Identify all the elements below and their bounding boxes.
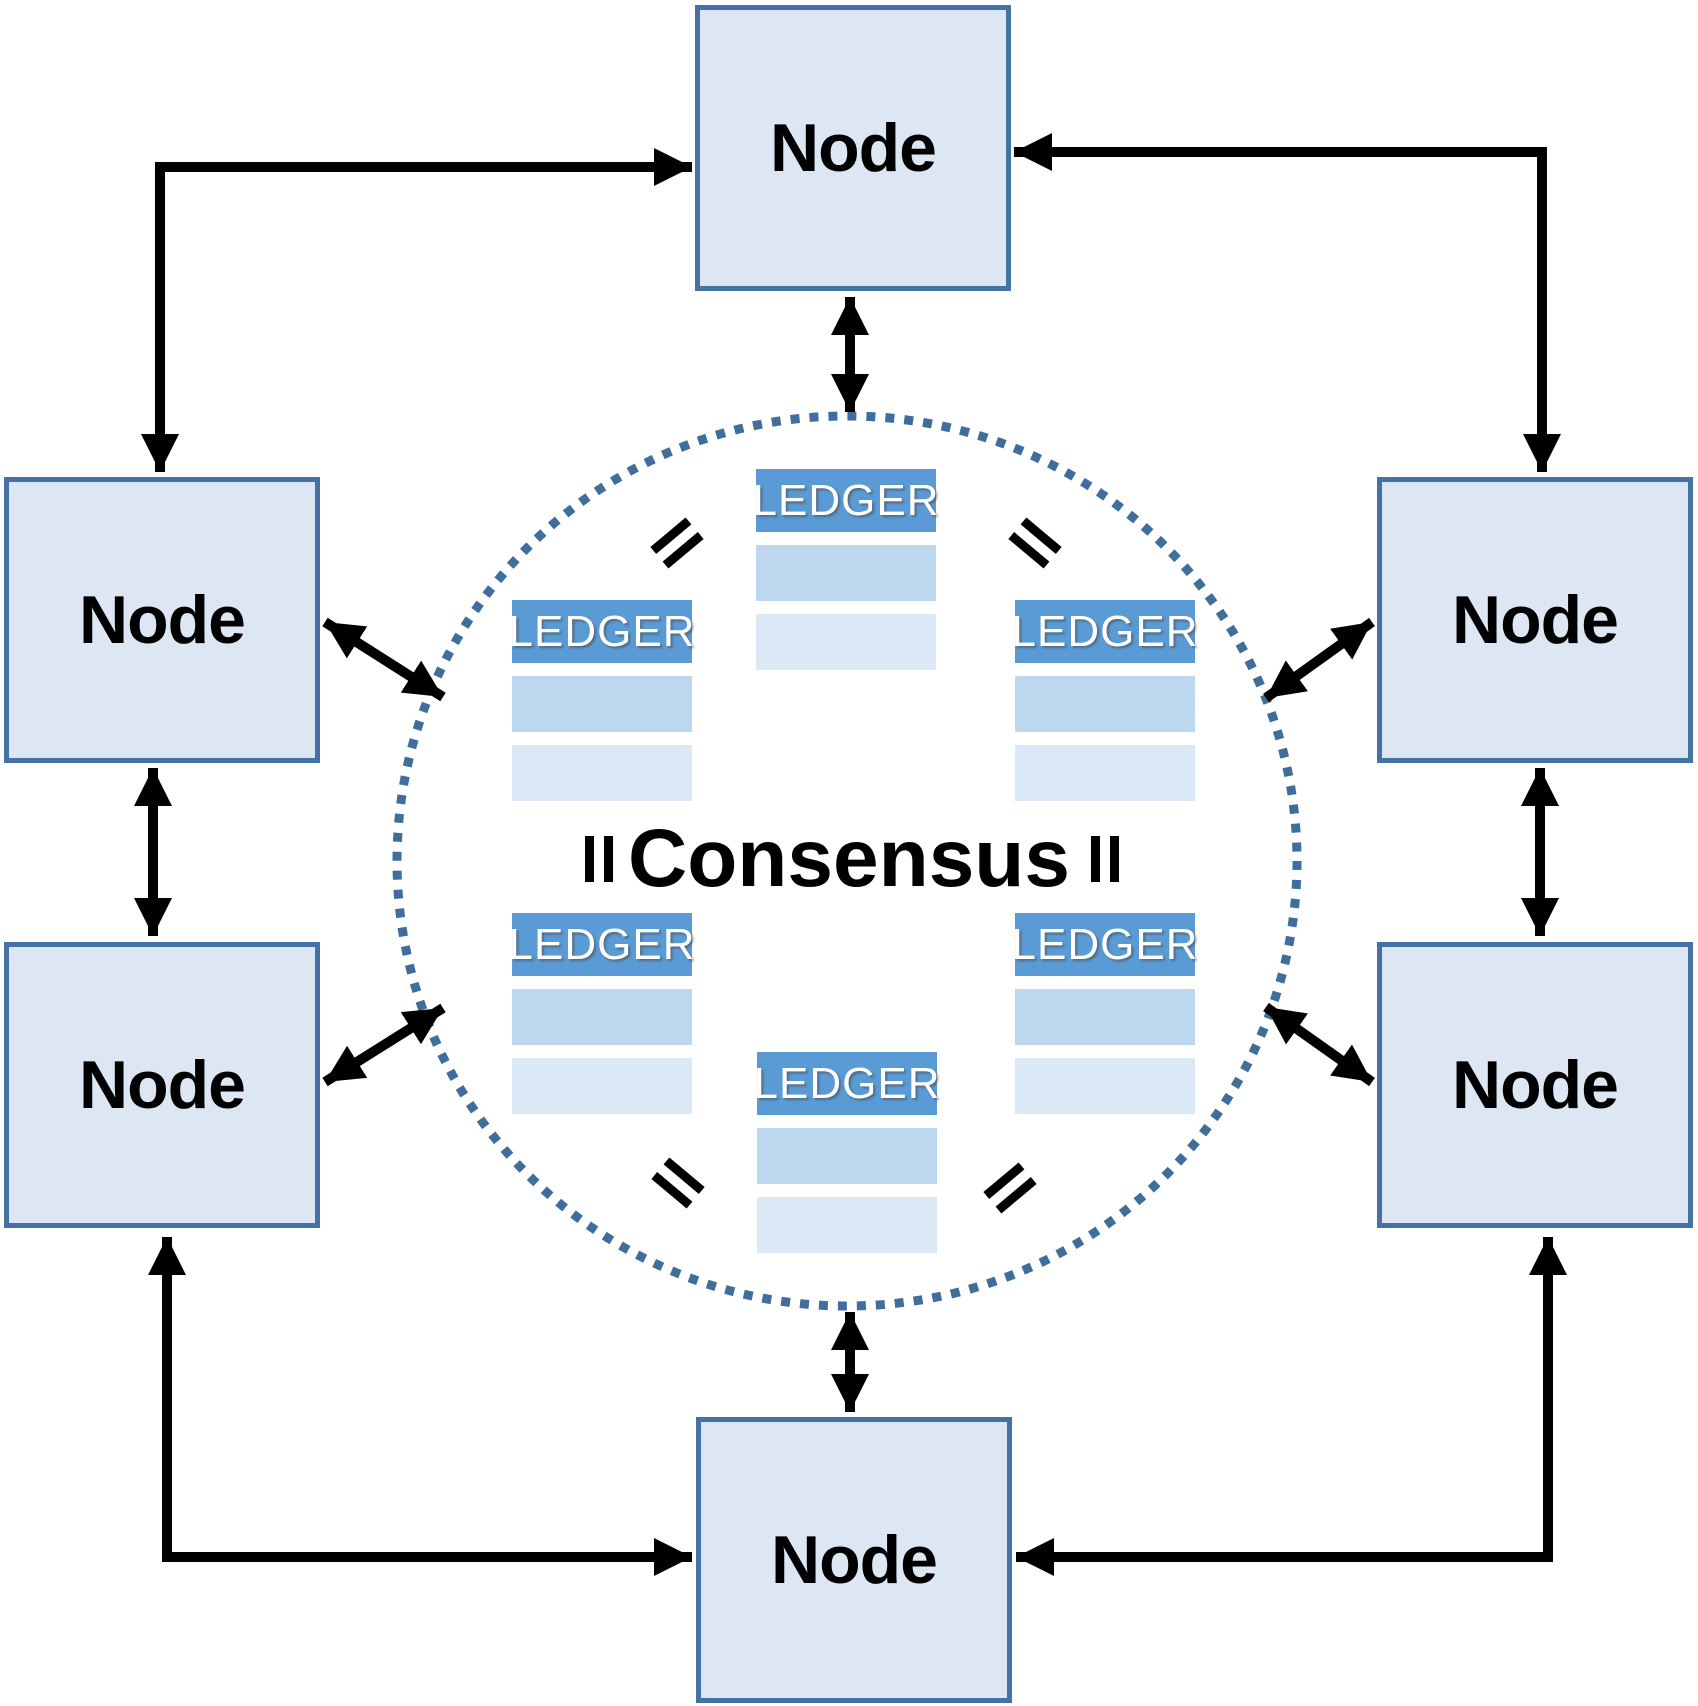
connector-right-upper-diagonal [1263,617,1375,703]
ledger-row [512,676,692,732]
node-label: Node [79,1047,246,1123]
ledger-header: LEDGER [509,913,694,976]
ledger-row [756,614,936,670]
ledger-row [1015,1058,1195,1114]
node-box-left-upper: Node [4,477,320,763]
node-box-top: Node [695,5,1011,291]
node-label: Node [79,582,246,658]
equals-icon-mid-left [585,836,613,882]
equals-icon-mid-right [1091,836,1119,882]
node-label: Node [1452,582,1619,658]
consensus-boundary-circle [392,411,1302,1311]
ledger-header: LEDGER [1012,913,1197,976]
ledger-header: LEDGER [509,600,694,663]
connector-left-upper-diagonal [322,617,446,702]
ledger-row [512,1058,692,1114]
node-label: Node [770,110,937,186]
node-box-bottom: Node [696,1417,1012,1703]
ledger-table-mid-right: LEDGER [1012,600,1197,801]
node-box-left-lower: Node [4,942,320,1228]
ledger-table-lower-left: LEDGER [509,913,694,1114]
ledger-header: LEDGER [1012,600,1197,663]
ledger-row [756,545,936,601]
ledger-row [512,989,692,1045]
ledger-header: LEDGER [753,469,938,532]
ledger-row [1015,745,1195,801]
connector-right-lower-diagonal [1263,1002,1375,1087]
node-box-right-lower: Node [1377,942,1693,1228]
ledger-row [757,1128,937,1184]
connector-left-lower-diagonal [322,1003,446,1087]
ledger-table-bottom-center: LEDGER [754,1052,939,1253]
connector-bottom-left-l [148,1237,692,1576]
connector-bottom-right-l [1016,1237,1567,1576]
ledger-row [512,745,692,801]
node-box-right-upper: Node [1377,477,1693,763]
ledger-table-lower-right: LEDGER [1012,913,1197,1114]
ledger-header: LEDGER [754,1052,939,1115]
ledger-row [1015,989,1195,1045]
node-label: Node [771,1522,938,1598]
ledger-table-mid-left: LEDGER [509,600,694,801]
ledger-row [757,1197,937,1253]
consensus-label: Consensus [628,813,1070,904]
connector-top-left-l [141,148,692,472]
connector-top-right-l [1014,133,1561,472]
ledger-row [1015,676,1195,732]
node-label: Node [1452,1047,1619,1123]
ledger-table-top-center: LEDGER [753,469,938,670]
